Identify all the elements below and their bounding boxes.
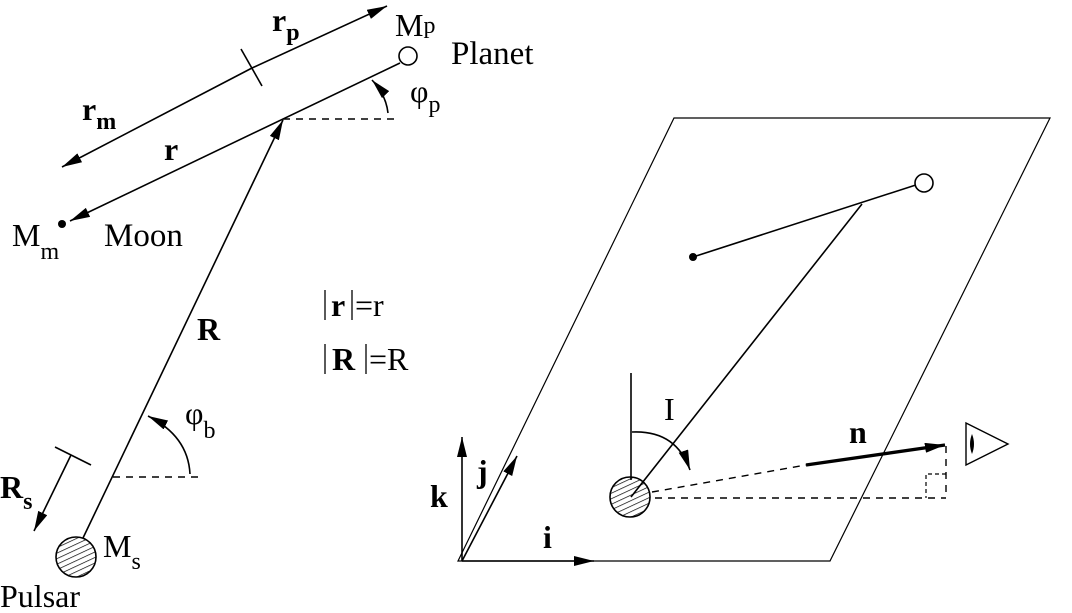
orbital-plane: [457, 117, 1051, 562]
R-s-label: R: [0, 469, 24, 505]
R-s-sub: s: [23, 489, 32, 515]
r-vector: [69, 62, 401, 222]
r-p-label: r: [272, 2, 286, 38]
j-label: j: [476, 453, 488, 489]
phi-p-angle-arc: [371, 79, 390, 114]
left-diagram: rp Mp Planet φp rm r Mm Moon R φb Rs Ms …: [0, 2, 533, 613]
observer-eye-icon: [965, 421, 1010, 467]
phi-b-label: φ: [185, 395, 203, 431]
def-r-vector: r: [331, 287, 345, 323]
moon-mass-label: M: [12, 217, 40, 253]
R-label: R: [197, 311, 221, 347]
phi-b-sub: b: [203, 418, 215, 444]
inclination-angle-arc: [631, 431, 691, 471]
r-m-arrow: [61, 67, 253, 168]
projected-planet-marker: [914, 173, 934, 193]
pulsar-marker: [55, 536, 97, 578]
pulsar-name-label: Pulsar: [0, 578, 80, 613]
projected-moon-marker: [689, 253, 697, 261]
k-label: k: [430, 478, 448, 514]
i-label: i: [543, 519, 552, 555]
n-vector: [805, 442, 946, 467]
moon-name-label: Moon: [104, 218, 183, 254]
planet-marker: [398, 46, 418, 66]
R-s-tick: [54, 446, 92, 466]
svg-text:Mm: Mm: [12, 217, 59, 265]
pulsar-mass-label: M: [103, 528, 131, 564]
def-R-rhs: =R: [369, 341, 409, 377]
moon-marker: [58, 220, 66, 228]
r-split-tick: [240, 48, 263, 87]
svg-text:Ms: Ms: [103, 528, 141, 575]
planet-mass-sub: p: [423, 13, 435, 39]
svg-text:Rs: Rs: [0, 469, 32, 515]
phi-p-label: φ: [410, 73, 428, 109]
n-label: n: [849, 414, 867, 450]
planet-name-label: Planet: [451, 36, 533, 72]
j-axis: [461, 455, 518, 562]
inclination-label: I: [664, 391, 675, 427]
R-vector: [82, 119, 284, 539]
svg-text:φp: φp: [410, 73, 440, 118]
r-m-sub: m: [96, 109, 116, 135]
svg-text:rp: rp: [272, 2, 300, 46]
right-diagram: k j i I n: [430, 117, 1051, 566]
projected-pulsar-marker: [609, 476, 651, 518]
moon-mass-sub: m: [40, 239, 59, 265]
r-p-arrow: [251, 5, 388, 69]
planet-mass-label: M: [395, 7, 423, 43]
r-label: r: [164, 131, 178, 167]
svg-text:rm: rm: [82, 91, 116, 135]
right-angle-marker: [925, 473, 946, 498]
phi-p-sub: p: [428, 92, 440, 118]
projected-R-line: [630, 203, 863, 498]
svg-text:φb: φb: [185, 395, 215, 444]
svg-text:Mp: Mp: [395, 7, 435, 43]
r-m-label: r: [82, 91, 96, 127]
def-R-vector: R: [332, 341, 356, 377]
projected-moon-planet-line: [692, 182, 923, 258]
def-r-rhs: =r: [355, 287, 384, 323]
R-s-arrow: [33, 454, 72, 532]
line-of-sight-dashed: [651, 464, 807, 493]
phi-b-angle-arc: [147, 415, 191, 475]
magnitude-definitions: r =r R =R: [324, 287, 409, 377]
pulsar-mass-sub: s: [131, 549, 140, 575]
r-p-sub: p: [286, 20, 299, 46]
